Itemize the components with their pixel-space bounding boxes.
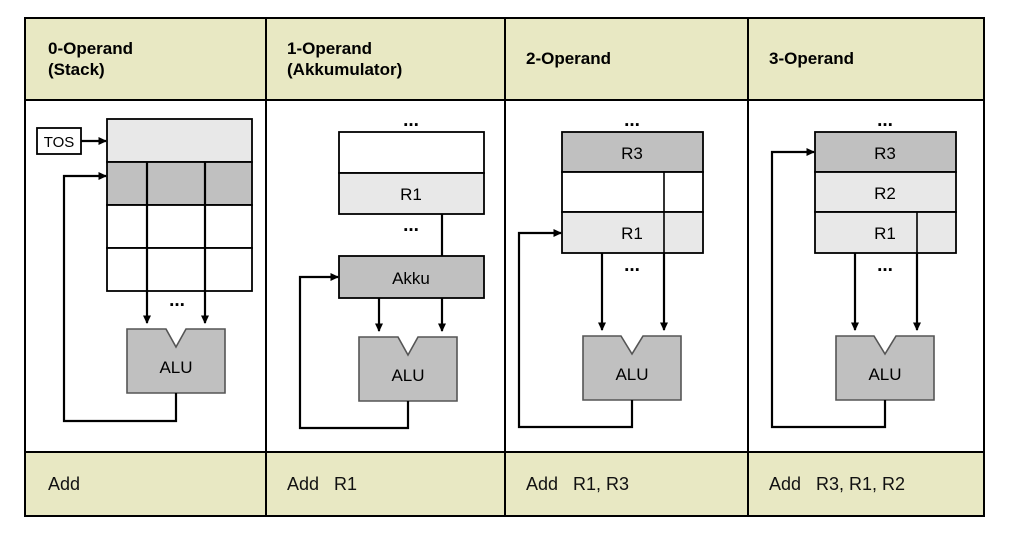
register-label-r2: R2 bbox=[874, 184, 896, 203]
diagram-1-operand: ... R1 ... Akku ALU bbox=[265, 101, 504, 453]
ellipsis-above-registers: ... bbox=[877, 110, 893, 131]
column-separator-1 bbox=[265, 19, 267, 515]
tos-pointer-label: TOS bbox=[44, 134, 75, 151]
instruction-label-1-operand: Add R1 bbox=[287, 473, 358, 494]
diagram-svg-0-operand: TOS ... ALU bbox=[36, 118, 253, 423]
instruction-cell-0-operand: Add bbox=[26, 453, 265, 515]
comparison-table: 0-Operand (Stack) 1-Operand (Akkumulator… bbox=[24, 17, 985, 517]
header-label-3-operand: 3-Operand bbox=[769, 49, 855, 69]
header-cell-3-operand: 3-Operand bbox=[747, 19, 983, 99]
ellipsis-above-registers: ... bbox=[403, 110, 419, 131]
stack-cell-fourth bbox=[106, 247, 253, 292]
alu-label: ALU bbox=[159, 358, 192, 377]
header-label-0-operand: 0-Operand (Stack) bbox=[48, 38, 134, 79]
register-label-r3: R3 bbox=[874, 144, 896, 163]
register-cell-r3 bbox=[814, 131, 957, 173]
accumulator-label: Akku bbox=[392, 269, 430, 288]
result-feedback-arrow bbox=[62, 172, 178, 423]
diagram-3-operand: ... R3 R2 R1 ... ALU bbox=[747, 101, 983, 453]
ellipsis-below-stack: ... bbox=[169, 290, 185, 311]
stack-cell-third bbox=[106, 204, 253, 249]
register-cell-empty bbox=[561, 171, 704, 213]
result-feedback-arrow bbox=[517, 229, 634, 429]
alu-shape bbox=[835, 335, 935, 401]
diagram-svg-3-operand: ... R3 R2 R1 ... ALU bbox=[770, 110, 957, 429]
alu-label: ALU bbox=[615, 365, 648, 384]
register-cell-r2 bbox=[814, 171, 957, 213]
result-feedback-arrow bbox=[770, 148, 887, 429]
register-cell-empty bbox=[338, 131, 485, 174]
ellipsis-below-registers: ... bbox=[403, 215, 419, 236]
diagram-2-operand: ... R3 R1 ... ALU bbox=[504, 101, 747, 453]
instruction-cell-3-operand: Add R3, R1, R2 bbox=[747, 453, 983, 515]
header-label-2-operand: 2-Operand bbox=[526, 49, 612, 69]
instruction-label-3-operand: Add R3, R1, R2 bbox=[769, 473, 906, 494]
alu-shape bbox=[126, 328, 226, 394]
alu-label: ALU bbox=[391, 366, 424, 385]
stack-cell-second bbox=[106, 161, 253, 206]
header-cell-2-operand: 2-Operand bbox=[504, 19, 747, 99]
diagram-svg-2-operand: ... R3 R1 ... ALU bbox=[517, 110, 704, 429]
instruction-label-0-operand: Add bbox=[48, 473, 81, 494]
alu-label: ALU bbox=[868, 365, 901, 384]
header-label-1-operand: 1-Operand (Akkumulator) bbox=[287, 38, 403, 79]
result-feedback-arrow bbox=[298, 273, 410, 430]
column-separator-2 bbox=[504, 19, 506, 515]
instruction-cell-2-operand: Add R1, R3 bbox=[504, 453, 747, 515]
register-label-r3: R3 bbox=[621, 144, 643, 163]
stack-cell-top bbox=[106, 118, 253, 163]
instruction-cell-1-operand: Add R1 bbox=[265, 453, 504, 515]
header-cell-0-operand: 0-Operand (Stack) bbox=[26, 19, 265, 99]
register-cell-r1 bbox=[814, 211, 957, 254]
register-cell-r3 bbox=[561, 131, 704, 173]
alu-shape bbox=[582, 335, 682, 401]
register-label-r1: R1 bbox=[400, 185, 422, 204]
column-separator-3 bbox=[747, 19, 749, 515]
accumulator-box bbox=[338, 255, 485, 299]
ellipsis-below-registers: ... bbox=[877, 255, 893, 276]
ellipsis-above-registers: ... bbox=[624, 110, 640, 131]
diagram-0-operand: TOS ... ALU bbox=[26, 101, 265, 453]
register-cell-r1 bbox=[338, 172, 485, 215]
header-cell-1-operand: 1-Operand (Akkumulator) bbox=[265, 19, 504, 99]
alu-shape bbox=[358, 336, 458, 402]
register-label-r1: R1 bbox=[621, 224, 643, 243]
ellipsis-below-registers: ... bbox=[624, 255, 640, 276]
instruction-label-2-operand: Add R1, R3 bbox=[526, 473, 630, 494]
diagram-svg-1-operand: ... R1 ... Akku ALU bbox=[298, 110, 485, 430]
register-label-r1: R1 bbox=[874, 224, 896, 243]
register-cell-r1 bbox=[561, 211, 704, 254]
